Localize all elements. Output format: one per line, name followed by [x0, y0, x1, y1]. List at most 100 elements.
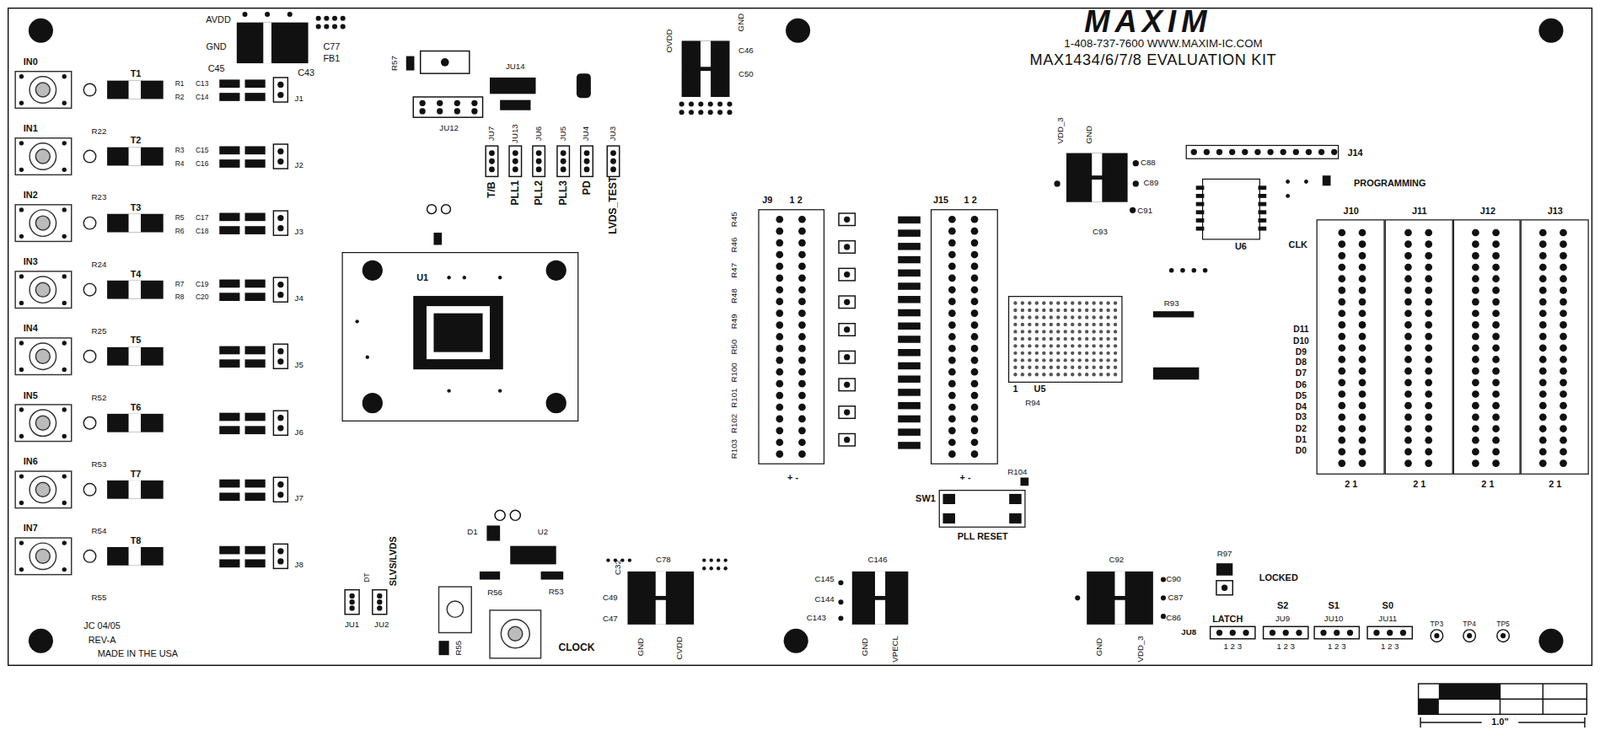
- pin-header: J122 1: [1453, 219, 1521, 475]
- ball: [1099, 351, 1103, 355]
- pin: [971, 415, 979, 424]
- pin: [688, 109, 694, 115]
- sma-connector: [15, 271, 72, 309]
- resistor-symbol: [897, 282, 921, 290]
- silkscreen-label: J1: [295, 95, 304, 104]
- ball: [1113, 308, 1117, 312]
- pin: [1358, 378, 1367, 387]
- ball: [1070, 322, 1074, 327]
- resistor-symbol: [219, 479, 240, 489]
- ball: [1056, 300, 1060, 305]
- ball: [1013, 322, 1017, 327]
- silkscreen-label: IN6: [23, 457, 38, 468]
- ball: [1020, 300, 1025, 305]
- silkscreen-label: C143: [806, 614, 827, 623]
- ball: [1035, 351, 1039, 355]
- pin: [1254, 149, 1261, 156]
- ball: [1078, 372, 1082, 376]
- led-symbol: [838, 350, 855, 364]
- pin: [62, 273, 67, 279]
- part-label: J14: [1347, 148, 1363, 158]
- pin: [1492, 252, 1500, 260]
- silkscreen-label: R48: [730, 288, 740, 304]
- silkscreen-label: AVDD: [205, 16, 231, 26]
- pin: [697, 101, 704, 107]
- ball: [1027, 308, 1031, 312]
- silkscreen-label: R56: [487, 588, 503, 597]
- via: [83, 550, 97, 564]
- silkscreen-label: C47: [602, 615, 618, 624]
- ball: [1078, 300, 1082, 305]
- ball: [1049, 337, 1053, 341]
- sma-center: [35, 149, 50, 164]
- pin: [1539, 367, 1547, 376]
- silkscreen-label: C43: [297, 69, 315, 79]
- pin: [1559, 229, 1568, 237]
- silkscreen-label: R103: [730, 439, 740, 459]
- pin: [1424, 378, 1433, 387]
- sma-center: [508, 626, 523, 641]
- ball: [1078, 337, 1082, 341]
- silkscreen-label: R23: [91, 193, 108, 203]
- pin: [775, 332, 784, 341]
- silkscreen-label: JU5: [558, 126, 568, 141]
- pin: [775, 285, 784, 294]
- ball: [1020, 365, 1025, 370]
- pin: [948, 438, 956, 446]
- pin: [775, 344, 784, 353]
- silkscreen-label: C146: [867, 556, 887, 565]
- jumper-header: [1263, 626, 1309, 639]
- pin: [62, 167, 67, 172]
- silkscreen-label: U2: [537, 528, 548, 537]
- ball: [1084, 300, 1089, 305]
- pin: [277, 225, 284, 231]
- pin: [610, 158, 617, 165]
- pin: [775, 403, 784, 412]
- ball: [1049, 365, 1053, 370]
- ball: [1113, 372, 1117, 376]
- silkscreen-label: T3: [130, 203, 142, 213]
- pin: [1559, 378, 1568, 387]
- pin: [948, 380, 956, 388]
- silkscreen-label: VDD_3: [1057, 117, 1066, 144]
- silkscreen-label: S0: [1382, 601, 1394, 612]
- pin: [1539, 424, 1547, 433]
- via: [83, 283, 97, 296]
- ball: [1099, 300, 1103, 305]
- pin: [775, 297, 784, 306]
- pin: [1471, 436, 1480, 445]
- pin: [1471, 263, 1480, 272]
- silkscreen-label: D1: [467, 528, 478, 537]
- resistor-symbol: [245, 213, 266, 222]
- ball: [1070, 365, 1074, 370]
- sma-ring: [29, 209, 56, 237]
- silkscreen-label: R53: [548, 587, 564, 596]
- resistor-symbol: [897, 242, 921, 250]
- jumper-header: [606, 145, 620, 177]
- pin: [584, 158, 591, 165]
- silkscreen-label: C46: [738, 47, 754, 56]
- pin: [277, 158, 284, 165]
- pin: [365, 354, 370, 359]
- pin: [1492, 298, 1500, 307]
- ball: [1106, 337, 1110, 341]
- ball: [1056, 337, 1060, 341]
- resistor-symbol: [897, 388, 921, 396]
- silkscreen-label: J3: [295, 228, 304, 237]
- pin: [1337, 355, 1346, 364]
- pin: [1216, 149, 1223, 156]
- pin: [1337, 229, 1346, 237]
- pin-header: J14: [1186, 144, 1340, 160]
- silkscreen-label: D10: [1293, 336, 1310, 345]
- jumper-header: [1314, 626, 1359, 639]
- pin: [971, 368, 979, 376]
- pin: [1492, 355, 1500, 364]
- pin: [971, 263, 979, 271]
- pin: [1424, 321, 1433, 329]
- pin: [798, 368, 806, 376]
- via: [83, 150, 97, 163]
- pin: [798, 274, 806, 283]
- ball: [1078, 308, 1082, 312]
- ball: [1049, 329, 1053, 333]
- pin: [19, 167, 24, 172]
